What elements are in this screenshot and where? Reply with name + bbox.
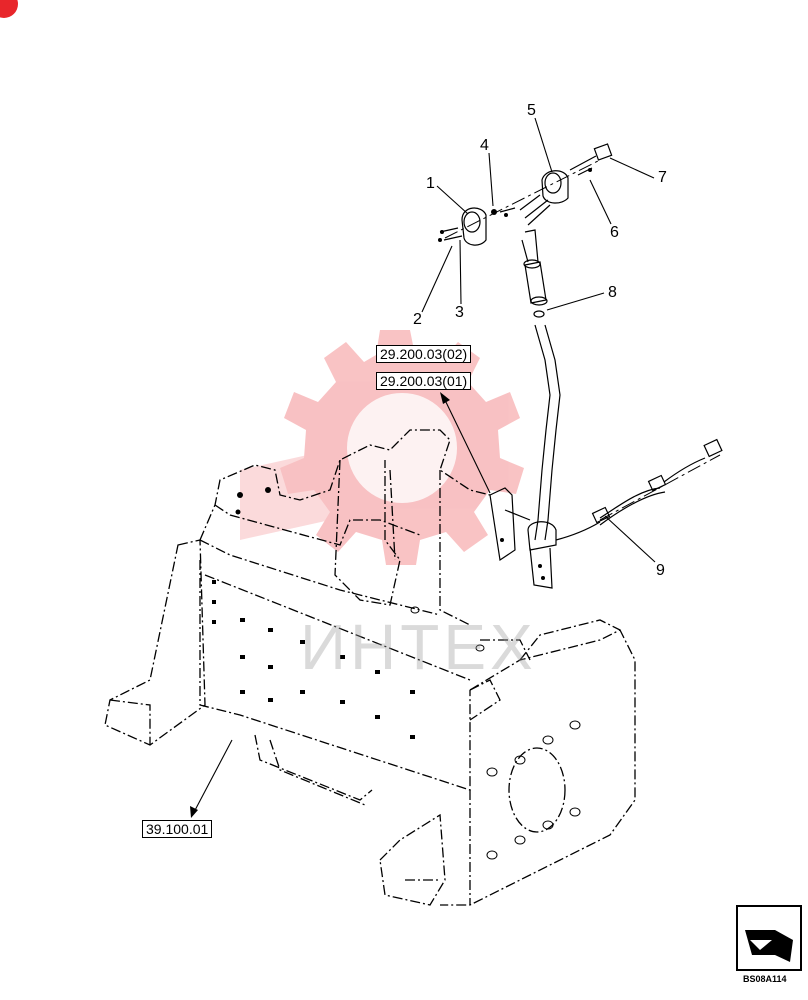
callout-5: 5	[527, 102, 536, 119]
reference-link-29-200-03-01[interactable]: 29.200.03(01)	[376, 372, 472, 390]
callout-8: 8	[608, 284, 617, 301]
callout-6: 6	[610, 224, 619, 241]
corner-logo-icon	[0, 0, 18, 18]
loader-frame	[104, 429, 636, 906]
leader-arrowheads	[190, 392, 450, 818]
reference-link-29-200-03-02[interactable]: 29.200.03(02)	[376, 345, 472, 363]
callout-1: 1	[426, 175, 435, 192]
frame-holes	[212, 487, 415, 739]
leader-lines	[192, 117, 656, 815]
frame-studs	[410, 606, 581, 860]
assembly-axis	[444, 159, 601, 239]
callout-3: 3	[455, 304, 464, 321]
orientation-arrow-icon	[736, 905, 802, 971]
handle-assembly	[439, 143, 723, 589]
callout-9: 9	[656, 562, 665, 579]
small-hardware	[438, 168, 592, 580]
drawing-code: BS08A114	[743, 974, 787, 984]
callout-4: 4	[480, 137, 489, 154]
reference-link-39-100-01[interactable]: 39.100.01	[142, 820, 213, 838]
watermark-text: ИНТЕХ	[300, 611, 537, 683]
callout-7: 7	[658, 169, 667, 186]
harness-axis	[599, 454, 721, 521]
callout-2: 2	[413, 311, 422, 328]
